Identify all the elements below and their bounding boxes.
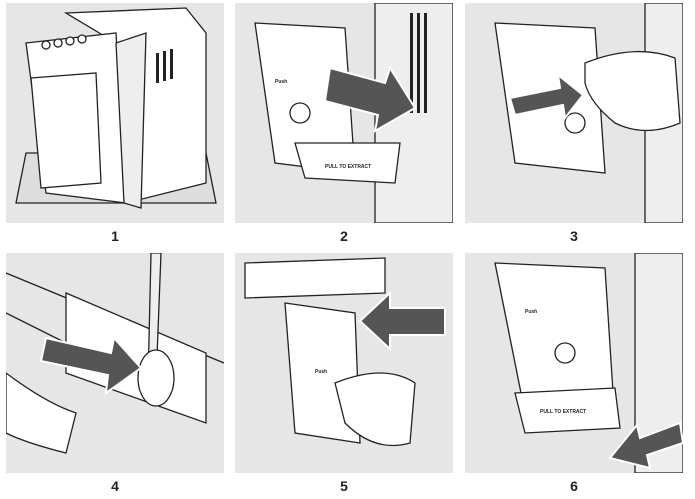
step-5-illustration: Push <box>235 253 453 473</box>
arrow-right-icon <box>323 65 417 133</box>
step-number-1: 1 <box>111 228 119 244</box>
push-label: Push <box>315 369 327 375</box>
arrow-left-icon <box>608 421 683 470</box>
step-number-5: 5 <box>340 478 348 494</box>
arrow-left-icon <box>358 290 446 352</box>
step-number-3: 3 <box>570 228 578 244</box>
arrow-right-icon <box>508 72 585 121</box>
step-1-illustration <box>6 3 224 223</box>
step-2-illustration: PULL TO EXTRACT Push <box>235 3 453 223</box>
step-4-illustration <box>6 253 224 473</box>
push-label: Push <box>525 309 537 315</box>
step-3-illustration <box>465 3 683 223</box>
push-label: Push <box>275 79 287 85</box>
step-number-4: 4 <box>111 478 119 494</box>
tray-label: PULL TO EXTRACT <box>325 164 371 170</box>
step-6-illustration: Push PULL TO EXTRACT <box>465 253 683 473</box>
step-number-2: 2 <box>340 228 348 244</box>
arrow-right-icon <box>39 335 143 396</box>
step-number-6: 6 <box>570 478 578 494</box>
tray-label: PULL TO EXTRACT <box>540 409 586 415</box>
